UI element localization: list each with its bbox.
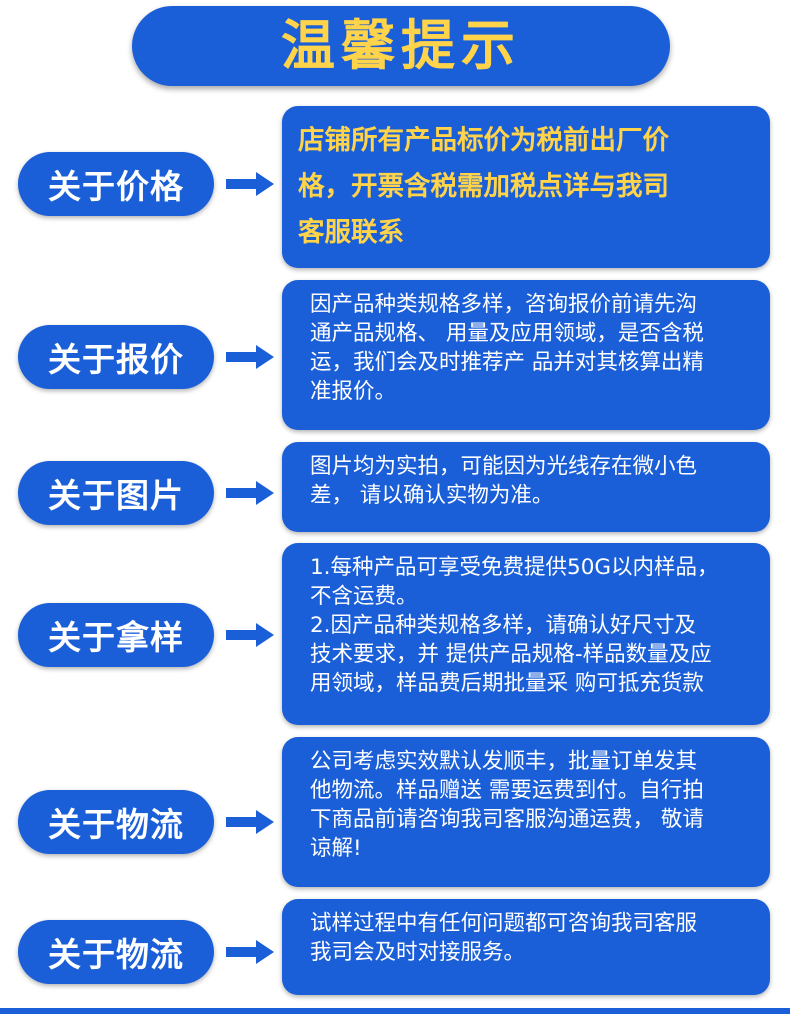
arrow-right-icon xyxy=(226,481,274,505)
arrow-right-icon xyxy=(226,940,274,964)
notice-line: 技术要求，并 提供产品规格-样品数量及应 xyxy=(310,642,712,667)
notice-line: 用领域，样品费后期批量采 购可抵充货款 xyxy=(310,671,704,696)
notice-box-samples: 1.每种产品可享受免费提供50G以内样品， 不含运费。 2.因产品种类规格多样，… xyxy=(282,543,770,725)
notice-line: 运，我们会及时推荐产 品并对其核算出精 xyxy=(310,350,704,375)
section-label-quote: 关于报价 xyxy=(18,325,214,389)
section-label-logistics: 关于物流 xyxy=(18,790,214,854)
notice-line: 公司考虑实效默认发顺丰，批量订单发其 xyxy=(310,749,698,774)
notice-line: 试样过程中有任何问题都可咨询我司客服 xyxy=(310,911,698,936)
arrow-right-icon xyxy=(226,810,274,834)
arrow-right-icon xyxy=(226,345,274,369)
notice-line: 通产品规格、 用量及应用领域，是否含税 xyxy=(310,321,704,346)
notice-line: 我司会及时对接服务。 xyxy=(310,940,526,965)
notice-box-price: 店铺所有产品标价为税前出厂价 格，开票含税需加税点详与我司 客服联系 xyxy=(282,106,770,268)
section-label-price: 关于价格 xyxy=(18,152,214,216)
notice-box-quote: 因产品种类规格多样，咨询报价前请先沟 通产品规格、 用量及应用领域，是否含税 运… xyxy=(282,280,770,430)
notice-line: 1.每种产品可享受免费提供50G以内样品， xyxy=(310,555,719,580)
notice-box-logistics: 公司考虑实效默认发顺丰，批量订单发其 他物流。样品赠送 需要运费到付。自行拍 下… xyxy=(282,737,770,887)
notice-line: 因产品种类规格多样，咨询报价前请先沟 xyxy=(310,292,698,317)
notice-line: 他物流。样品赠送 需要运费到付。自行拍 xyxy=(310,778,704,803)
arrow-right-icon xyxy=(226,623,274,647)
notice-line: 店铺所有产品标价为税前出厂价 xyxy=(298,125,669,156)
section-label-support: 关于物流 xyxy=(18,920,214,984)
notice-line: 不含运费。 xyxy=(310,584,418,609)
notice-line: 2.因产品种类规格多样，请确认好尺寸及 xyxy=(310,613,697,638)
notice-line: 差， 请以确认实物为准。 xyxy=(310,483,554,508)
notice-line: 格，开票含税需加税点详与我司 xyxy=(298,171,669,202)
notice-box-pictures: 图片均为实拍，可能因为光线存在微小色 差， 请以确认实物为准。 xyxy=(282,442,770,532)
section-label-pictures: 关于图片 xyxy=(18,461,214,525)
notice-line: 谅解! xyxy=(310,836,362,861)
notice-box-support: 试样过程中有任何问题都可咨询我司客服 我司会及时对接服务。 xyxy=(282,899,770,995)
header-banner: 温馨提示 xyxy=(132,6,670,86)
notice-line: 准报价。 xyxy=(310,379,397,404)
notice-line: 客服联系 xyxy=(298,217,404,248)
notice-line: 图片均为实拍，可能因为光线存在微小色 xyxy=(310,454,698,479)
notice-line: 下商品前请咨询我司客服沟通运费， 敬请 xyxy=(310,807,704,832)
section-label-samples: 关于拿样 xyxy=(18,603,214,667)
bottom-divider xyxy=(0,1008,790,1014)
arrow-right-icon xyxy=(226,172,274,196)
page-title: 温馨提示 xyxy=(281,14,521,77)
